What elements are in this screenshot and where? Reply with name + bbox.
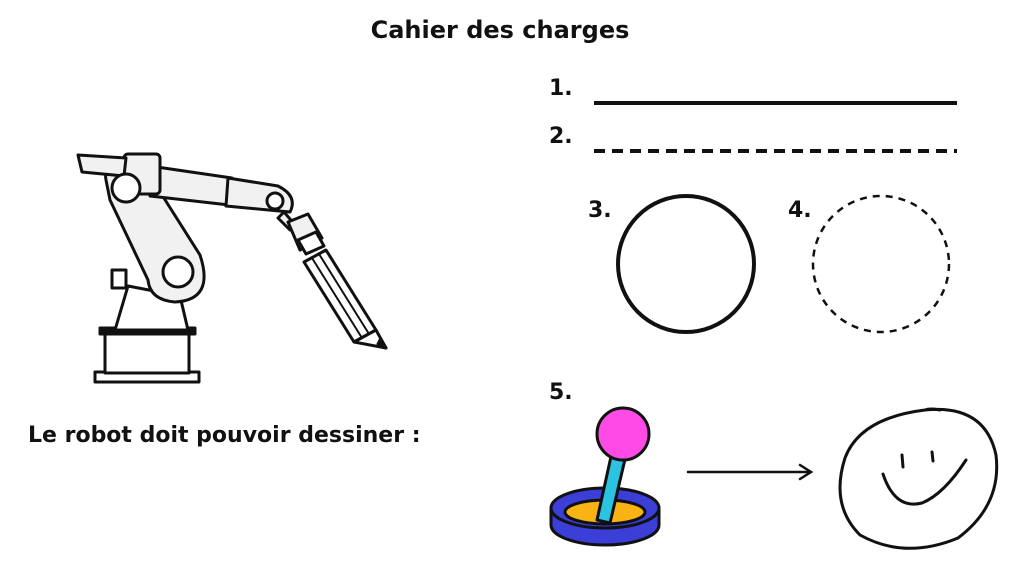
subtitle: Le robot doit pouvoir dessiner : [28,423,421,448]
page-title: Cahier des charges [370,16,630,44]
robot-arm-icon [76,152,326,384]
item-label-1: 1. [549,76,573,101]
arrow-right-icon [686,463,814,481]
item-label-5: 5. [549,380,573,405]
joystick-icon [549,406,661,547]
smiley-icon [838,407,999,550]
dashed-circle-shape [811,194,951,334]
item-label-4: 4. [788,198,812,223]
pencil-icon [302,248,388,350]
item-label-2: 2. [549,124,573,149]
item-label-3: 3. [588,198,612,223]
solid-circle-shape [616,194,756,334]
